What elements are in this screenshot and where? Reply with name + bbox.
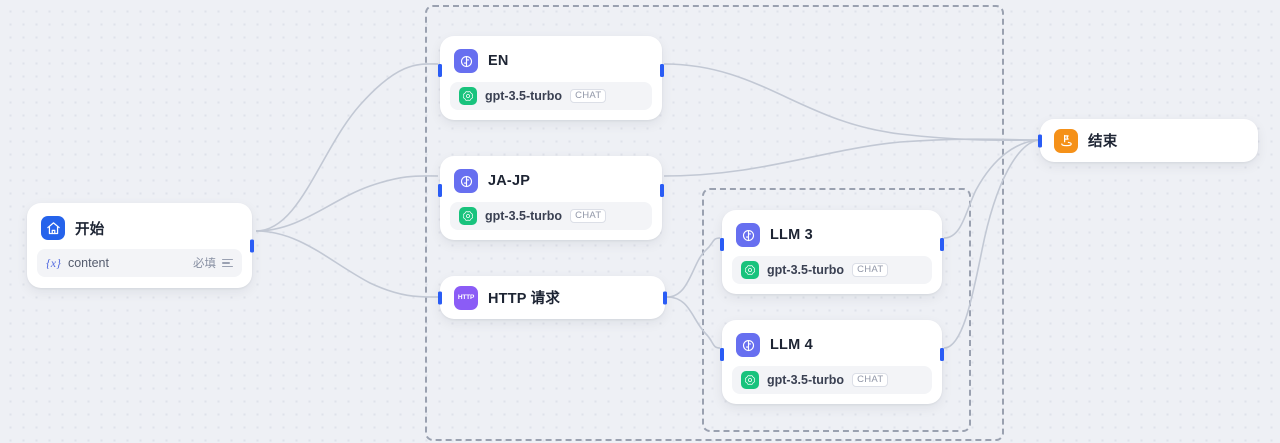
node-llm4[interactable]: LLM 4 gpt-3.5-turbo CHAT <box>720 320 944 404</box>
edge-start-jajp <box>255 175 439 232</box>
openai-icon <box>459 87 477 105</box>
node-end-header: 结束 <box>1040 119 1258 162</box>
node-en[interactable]: EN gpt-3.5-turbo CHAT <box>438 36 664 120</box>
home-icon <box>41 216 65 240</box>
handle-jajp-output[interactable] <box>660 184 664 197</box>
node-end-title: 结束 <box>1088 134 1118 150</box>
handle-llm4-output[interactable] <box>940 348 944 361</box>
http-icon: HTTP <box>454 285 478 310</box>
model-name-llm4: gpt-3.5-turbo <box>767 373 845 387</box>
openai-icon <box>459 207 477 225</box>
edge-start-en <box>255 63 439 232</box>
handle-http-output[interactable] <box>663 291 667 304</box>
openai-icon <box>741 261 759 279</box>
model-name-en: gpt-3.5-turbo <box>485 89 563 103</box>
node-llm3[interactable]: LLM 3 gpt-3.5-turbo CHAT <box>720 210 944 294</box>
handle-llm3-output[interactable] <box>940 238 944 251</box>
http-icon-label: HTTP <box>457 294 475 301</box>
model-row-jajp[interactable]: gpt-3.5-turbo CHAT <box>450 202 652 230</box>
lines-icon <box>222 258 233 268</box>
node-jajp-header: JA-JP <box>440 156 662 202</box>
openai-icon <box>741 371 759 389</box>
model-name-jajp: gpt-3.5-turbo <box>485 209 563 223</box>
llm-icon <box>736 333 760 357</box>
handle-jajp-input[interactable] <box>438 184 442 197</box>
model-name-llm3: gpt-3.5-turbo <box>767 263 845 277</box>
handle-http-input[interactable] <box>438 291 442 304</box>
llm-icon <box>454 49 478 73</box>
node-llm3-header: LLM 3 <box>722 210 942 256</box>
node-http-title: HTTP 请求 <box>488 291 561 307</box>
handle-en-output[interactable] <box>660 64 664 77</box>
edge-start-http <box>255 230 439 298</box>
node-start[interactable]: 开始 {x} content 必填 <box>27 203 254 288</box>
node-start-title: 开始 <box>75 221 105 238</box>
node-start-header: 开始 <box>27 203 252 249</box>
node-end[interactable]: 结束 <box>1038 119 1258 162</box>
model-tag-jajp: CHAT <box>570 208 607 224</box>
node-en-header: EN <box>440 36 662 82</box>
variable-required-label: 必填 <box>193 258 216 270</box>
node-en-title: EN <box>488 53 509 69</box>
handle-end-input[interactable] <box>1038 134 1042 147</box>
model-row-en[interactable]: gpt-3.5-turbo CHAT <box>450 82 652 110</box>
model-row-llm4[interactable]: gpt-3.5-turbo CHAT <box>732 366 932 394</box>
node-llm4-header: LLM 4 <box>722 320 942 366</box>
start-variable-row[interactable]: {x} content 必填 <box>37 249 242 277</box>
model-row-llm3[interactable]: gpt-3.5-turbo CHAT <box>732 256 932 284</box>
node-http-header: HTTP HTTP 请求 <box>440 276 665 319</box>
node-jajp[interactable]: JA-JP gpt-3.5-turbo CHAT <box>438 156 664 240</box>
variable-prefix: {x} <box>46 255 61 270</box>
model-tag-en: CHAT <box>570 88 607 104</box>
handle-en-input[interactable] <box>438 64 442 77</box>
finish-flag-icon <box>1054 128 1078 153</box>
variable-name: content <box>67 256 109 270</box>
handle-llm4-input[interactable] <box>720 348 724 361</box>
node-llm4-title: LLM 4 <box>770 337 813 353</box>
handle-llm3-input[interactable] <box>720 238 724 251</box>
llm-icon <box>454 169 478 193</box>
handle-start-output[interactable] <box>250 239 254 252</box>
model-tag-llm4: CHAT <box>852 372 889 388</box>
model-tag-llm3: CHAT <box>852 262 889 278</box>
node-llm3-title: LLM 3 <box>770 227 813 243</box>
llm-icon <box>736 223 760 247</box>
node-http-request[interactable]: HTTP HTTP 请求 <box>438 276 667 319</box>
node-jajp-title: JA-JP <box>488 173 531 189</box>
